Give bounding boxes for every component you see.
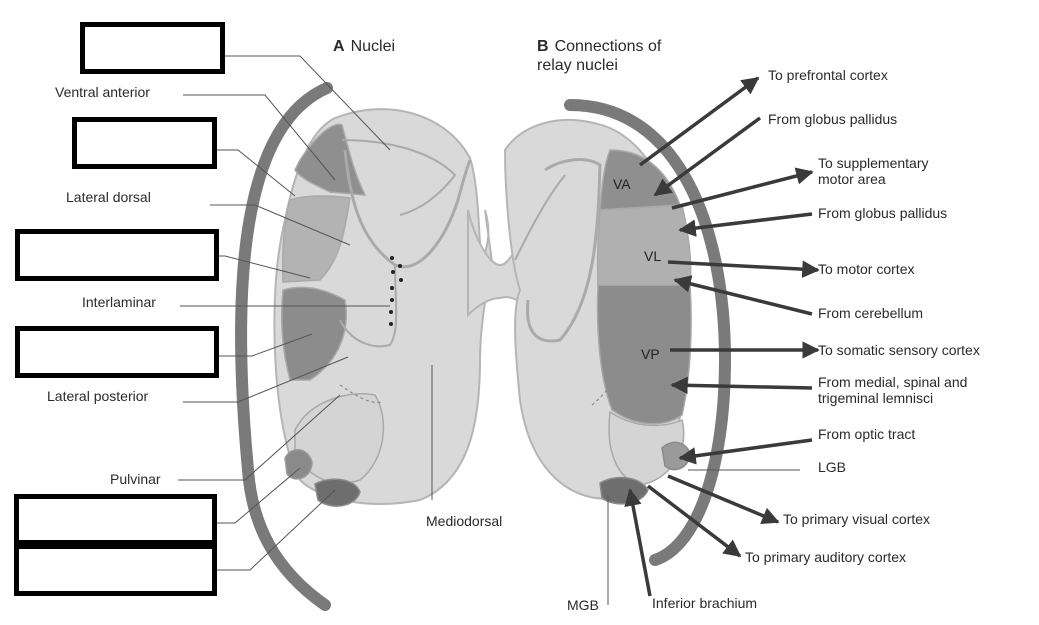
panel-b-text-2: relay nuclei (537, 57, 618, 74)
label-lgb: LGB (818, 459, 847, 475)
label-lateral-dorsal: Lateral dorsal (66, 189, 151, 205)
label-to-prefrontal: To prefrontal cortex (768, 67, 888, 83)
panel-b-title: B Connections of relay nuclei (537, 37, 661, 75)
dot (389, 310, 393, 314)
panel-a-title: A Nuclei (333, 37, 395, 56)
panel-a-text: Nuclei (350, 38, 396, 55)
dot (399, 278, 403, 282)
label-from-gp1: From globus pallidus (768, 111, 898, 127)
panel-a-letter: A (333, 38, 345, 55)
leader-pulvinar (178, 394, 341, 481)
label-to-motor: To motor cortex (818, 261, 915, 277)
dot (390, 298, 394, 302)
arrow-inferior-brachium (624, 488, 652, 597)
region-va: VA (613, 176, 631, 192)
label-to-sma-2: motor area (818, 171, 886, 187)
leader-ventral-anterior (183, 94, 336, 181)
label-from-optic: From optic tract (818, 426, 916, 442)
label-from-lemnisci: From medial, spinal and trigeminal lemni… (818, 374, 967, 406)
interlaminar-dots (389, 256, 403, 326)
left-outer-arc (235, 82, 333, 611)
lgb-left (284, 449, 313, 480)
dot (391, 270, 395, 274)
label-interlaminar: Interlaminar (82, 294, 156, 310)
answer-box-4[interactable] (15, 326, 219, 378)
label-from-gp2: From globus pallidus (818, 205, 948, 221)
dashed-boundary-left (339, 384, 383, 404)
right-lamina (525, 158, 602, 343)
arrow-gp2 (678, 212, 813, 237)
internal-medullary-lamina (343, 149, 472, 269)
answer-box-3[interactable] (15, 229, 219, 281)
lateral-strip-region (282, 195, 351, 283)
right-leaders (607, 469, 800, 605)
left-leaders (175, 55, 433, 571)
label-to-sma: To supplementary motor area (818, 155, 929, 187)
leader-lateral-dorsal (210, 204, 351, 246)
label-from-lemnisci-1: From medial, spinal and (818, 374, 968, 390)
label-from-lemnisci-2: trigeminal lemnisci (818, 390, 934, 406)
dashed-boundary-right (591, 379, 616, 406)
ventral-posterior-region (280, 286, 347, 381)
label-mediodorsal: Mediodorsal (426, 513, 503, 529)
answer-box-6[interactable] (14, 544, 217, 596)
answer-box-2[interactable] (72, 117, 217, 169)
arrow-prefrontal (638, 76, 760, 167)
medial-division (341, 139, 457, 216)
arrow-cerebellum (673, 275, 813, 316)
label-from-cerebellum: From cerebellum (818, 305, 924, 321)
label-inferior-brachium: Inferior brachium (652, 595, 758, 611)
leader-box1 (200, 55, 391, 151)
label-mgb: MGB (567, 597, 599, 613)
answer-box-5[interactable] (14, 494, 217, 545)
right-medial-line (514, 174, 566, 261)
mgb-left (314, 478, 361, 507)
region-vp: VP (641, 346, 660, 362)
label-to-auditory: To primary auditory cortex (745, 549, 907, 565)
region-vl: VL (644, 248, 662, 264)
vl-region (596, 204, 692, 286)
right-arrows (624, 76, 820, 597)
label-ventral-anterior: Ventral anterior (55, 84, 150, 100)
answer-box-1[interactable] (80, 22, 225, 74)
arrow-motor (667, 260, 820, 278)
label-to-sma-1: To supplementary (818, 155, 929, 171)
right-thalamus (503, 99, 732, 566)
leader-lateral-posterior (183, 356, 349, 403)
label-to-visual: To primary visual cortex (783, 511, 931, 527)
dot (390, 256, 394, 260)
arrow-optic (678, 438, 813, 465)
lamina-lower (339, 264, 398, 348)
arrow-lemnisci (670, 376, 813, 395)
label-lateral-posterior: Lateral posterior (47, 388, 149, 404)
arrow-gp1 (653, 116, 762, 197)
arrow-sma (671, 167, 814, 210)
arrow-visual (667, 474, 780, 524)
label-to-somatic: To somatic sensory cortex (818, 342, 980, 358)
dot (389, 322, 393, 326)
dot (390, 286, 394, 290)
vp-region (596, 284, 692, 425)
panel-b-text-1: Connections of (554, 38, 662, 55)
label-pulvinar: Pulvinar (110, 471, 161, 487)
dot (398, 264, 402, 268)
arrow-auditory (646, 484, 742, 558)
panel-b-letter: B (537, 38, 549, 55)
